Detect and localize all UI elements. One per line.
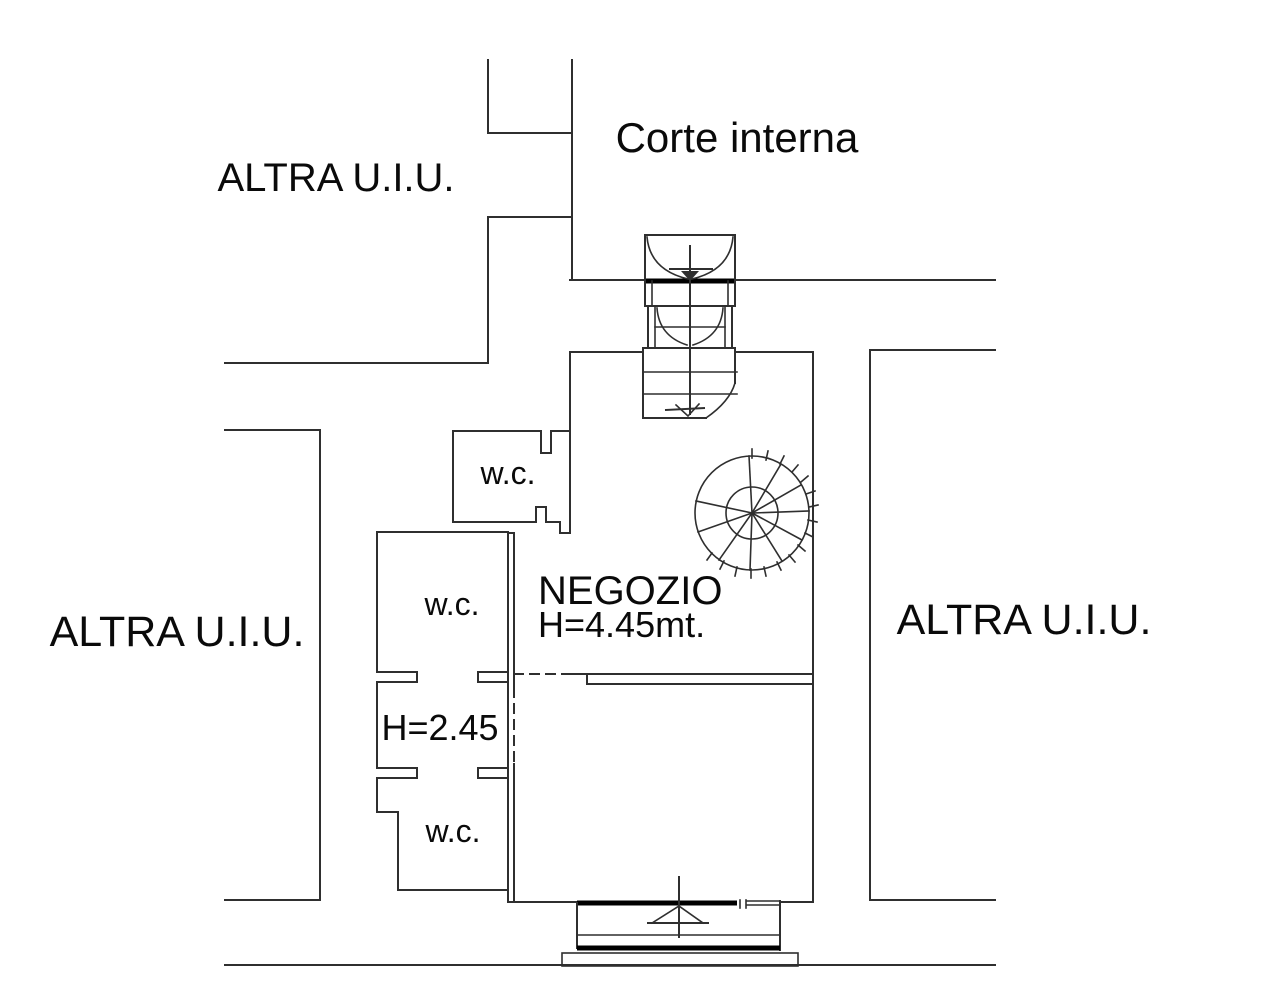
label-negozio-height: H=4.45mt.	[538, 604, 705, 645]
spiral-treads	[695, 455, 810, 571]
spiral-cut-ticks	[705, 448, 819, 579]
entrance-arrow-icon	[647, 904, 709, 925]
labels: Corte interna ALTRA U.I.U. ALTRA U.I.U. …	[50, 114, 1152, 849]
beam-edge	[513, 673, 814, 685]
label-corridor-height: H=2.45	[381, 707, 498, 748]
label-wc-top: w.c.	[479, 455, 535, 491]
entrance-stairs	[642, 234, 738, 420]
courtyard-wall	[569, 278, 996, 284]
label-wc-bottom: w.c.	[424, 813, 480, 849]
label-corte-interna: Corte interna	[616, 114, 859, 161]
label-negozio: NEGOZIO	[538, 569, 722, 613]
negozio-walls	[507, 351, 814, 903]
label-altra-uiu-left: ALTRA U.I.U.	[50, 608, 305, 656]
top-left-unit-walls	[224, 59, 573, 364]
left-unit-walls	[224, 429, 321, 901]
spiral-staircase	[694, 448, 819, 579]
door-arrow-icon	[681, 271, 699, 281]
label-altra-uiu-right: ALTRA U.I.U.	[897, 596, 1152, 644]
wc-partitions	[376, 430, 571, 903]
label-altra-uiu-top-left: ALTRA U.I.U.	[217, 156, 454, 200]
label-wc-middle: w.c.	[423, 586, 479, 622]
right-unit-walls	[869, 349, 996, 901]
storefront	[561, 876, 799, 967]
stair-direction-arrow-icon	[674, 402, 701, 418]
